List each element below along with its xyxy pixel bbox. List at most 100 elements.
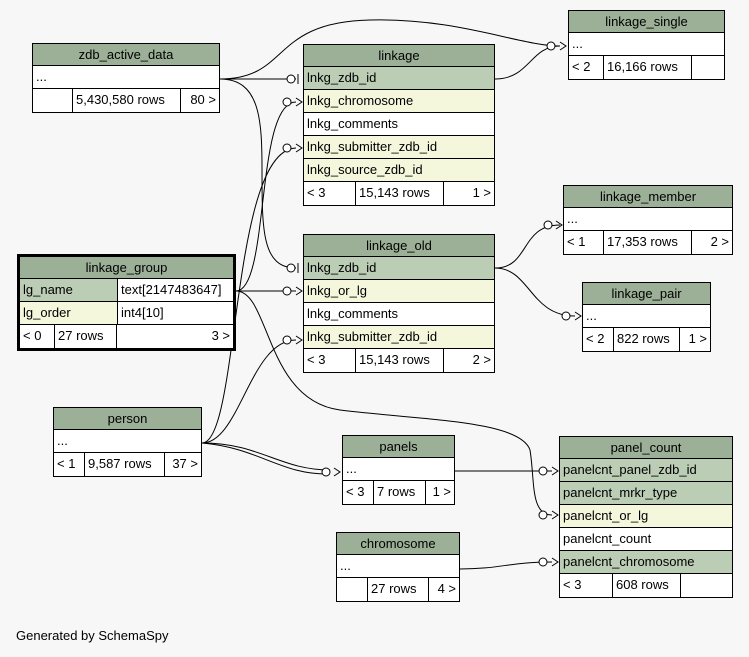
crowfoot [295, 335, 303, 345]
parents-count: < 0 [20, 325, 55, 348]
table-linkage_pair[interactable]: linkage_pair ... < 2 822 rows 1 > [582, 282, 711, 352]
edge-lg-linkage [235, 101, 297, 292]
column-row: lnkg_comments [304, 303, 494, 326]
column-row: ... [569, 33, 724, 56]
crowfoot [333, 467, 341, 477]
table-chromosome[interactable]: chromosome ... 27 rows 4 > [336, 532, 460, 602]
crowfoot-circle [538, 466, 548, 476]
column-row: panelcnt_panel_zdb_id [560, 459, 732, 482]
table-header: linkage_old [304, 235, 494, 257]
column-row: panelcnt_count [560, 528, 732, 551]
children-count [692, 56, 724, 79]
column-row: lnkg_source_zdb_id [304, 159, 494, 182]
column-row: ... [33, 66, 219, 89]
crowfoot-circle [543, 220, 553, 230]
column-row: ... [54, 430, 201, 453]
crowfoot-circle [321, 467, 331, 477]
column-row: lnkg_chromosome [304, 90, 494, 113]
table-header: linkage_pair [583, 283, 710, 305]
children-count: 2 > [710, 234, 729, 249]
row-count: 7 rows [374, 481, 426, 504]
parents-count [337, 578, 368, 601]
crowfoot [551, 557, 559, 567]
edge-old-member [494, 224, 561, 269]
column-row: lnkg_zdb_id [304, 257, 494, 280]
parents-count: < 1 [564, 231, 604, 254]
row-count: 27 rows [368, 578, 429, 601]
column-row: lnkg_or_lg [304, 280, 494, 303]
column-row: lnkg_submitter_zdb_id [304, 136, 494, 159]
column-type: text[2147483647] [117, 279, 233, 301]
table-header: panel_count [560, 437, 732, 459]
edge-chrom-panelcnt [459, 561, 553, 570]
parents-count [33, 89, 73, 112]
edge-zdb-linkage_single [219, 19, 561, 80]
parents-count: < 3 [304, 182, 356, 205]
crowfoot-circle [538, 557, 548, 567]
column-row: ... [583, 305, 710, 328]
table-linkage[interactable]: linkage lnkg_zdb_id lnkg_chromosome lnkg… [303, 44, 495, 206]
column-row: ... [564, 208, 732, 231]
parents-count: < 3 [343, 481, 374, 504]
column-row: lg_name text[2147483647] [20, 279, 233, 302]
table-linkage_group[interactable]: linkage_group lg_name text[2147483647] l… [17, 254, 236, 351]
edge-linkage-linkage_single [494, 45, 561, 80]
table-stats: < 2 16,166 rows [569, 56, 724, 79]
crowfoot-circle [282, 143, 292, 153]
crowfoot [295, 286, 303, 296]
crowfoot [295, 97, 303, 107]
column-row: lnkg_zdb_id [304, 67, 494, 90]
footer-text: Generated by SchemaSpy [16, 628, 169, 643]
row-count: 16,166 rows [604, 56, 692, 79]
column-row: ... [343, 458, 454, 481]
table-stats: 5,430,580 rows 80 > [33, 89, 219, 112]
column-row: lnkg_comments [304, 113, 494, 136]
table-panel_count[interactable]: panel_count panelcnt_panel_zdb_id panelc… [559, 436, 733, 598]
row-count: 822 rows [614, 328, 680, 351]
crowfoot [551, 510, 559, 520]
row-count: 608 rows [613, 574, 681, 597]
crowfoot [555, 220, 563, 230]
edge-person-linkage [201, 147, 297, 444]
children-count: 37 > [172, 456, 198, 471]
table-header: zdb_active_data [33, 44, 219, 66]
crowfoot [551, 466, 559, 476]
parents-count: < 1 [54, 453, 85, 476]
column-row: lg_order int4[10] [20, 302, 233, 325]
table-panels[interactable]: panels ... < 3 7 rows 1 > [342, 435, 455, 505]
table-linkage_single[interactable]: linkage_single ... < 2 16,166 rows [568, 10, 725, 80]
table-stats: < 3 15,143 rows 2 > [304, 349, 494, 372]
row-count: 17,353 rows [604, 231, 692, 254]
row-count: 15,143 rows [356, 182, 444, 205]
crowfoot [574, 311, 582, 321]
parents-count: < 3 [560, 574, 613, 597]
table-stats: < 0 27 rows 3 > [20, 325, 233, 348]
crowfoot-circle [286, 263, 296, 273]
children-count: 2 > [472, 352, 491, 367]
column-row: panelcnt_chromosome [560, 551, 732, 574]
children-count: 3 > [211, 328, 230, 343]
crowfoot-circle [561, 311, 571, 321]
row-count: 5,430,580 rows [73, 89, 181, 112]
column-row: panelcnt_mrkr_type [560, 482, 732, 505]
table-zdb_active_data[interactable]: zdb_active_data ... 5,430,580 rows 80 > [32, 43, 220, 113]
crowfoot [295, 143, 303, 153]
crowfoot [559, 41, 567, 51]
children-count [681, 574, 732, 597]
table-linkage_member[interactable]: linkage_member ... < 1 17,353 rows 2 > [563, 185, 733, 255]
row-count: 27 rows [55, 325, 117, 348]
row-count: 15,143 rows [356, 349, 444, 372]
table-linkage_old[interactable]: linkage_old lnkg_zdb_id lnkg_or_lg lnkg_… [303, 234, 495, 373]
crowfoot-circle [538, 510, 548, 520]
parents-count: < 3 [304, 349, 356, 372]
table-header: linkage_group [20, 257, 233, 279]
column-row: lnkg_submitter_zdb_id [304, 326, 494, 349]
edge-person-old [201, 339, 297, 444]
crowfoot-circle [282, 286, 292, 296]
children-count: 1 > [432, 484, 451, 499]
column-row: ... [337, 555, 459, 578]
children-count: 1 > [688, 331, 707, 346]
table-person[interactable]: person ... < 1 9,587 rows 37 > [53, 407, 202, 477]
table-stats: < 2 822 rows 1 > [583, 328, 710, 351]
